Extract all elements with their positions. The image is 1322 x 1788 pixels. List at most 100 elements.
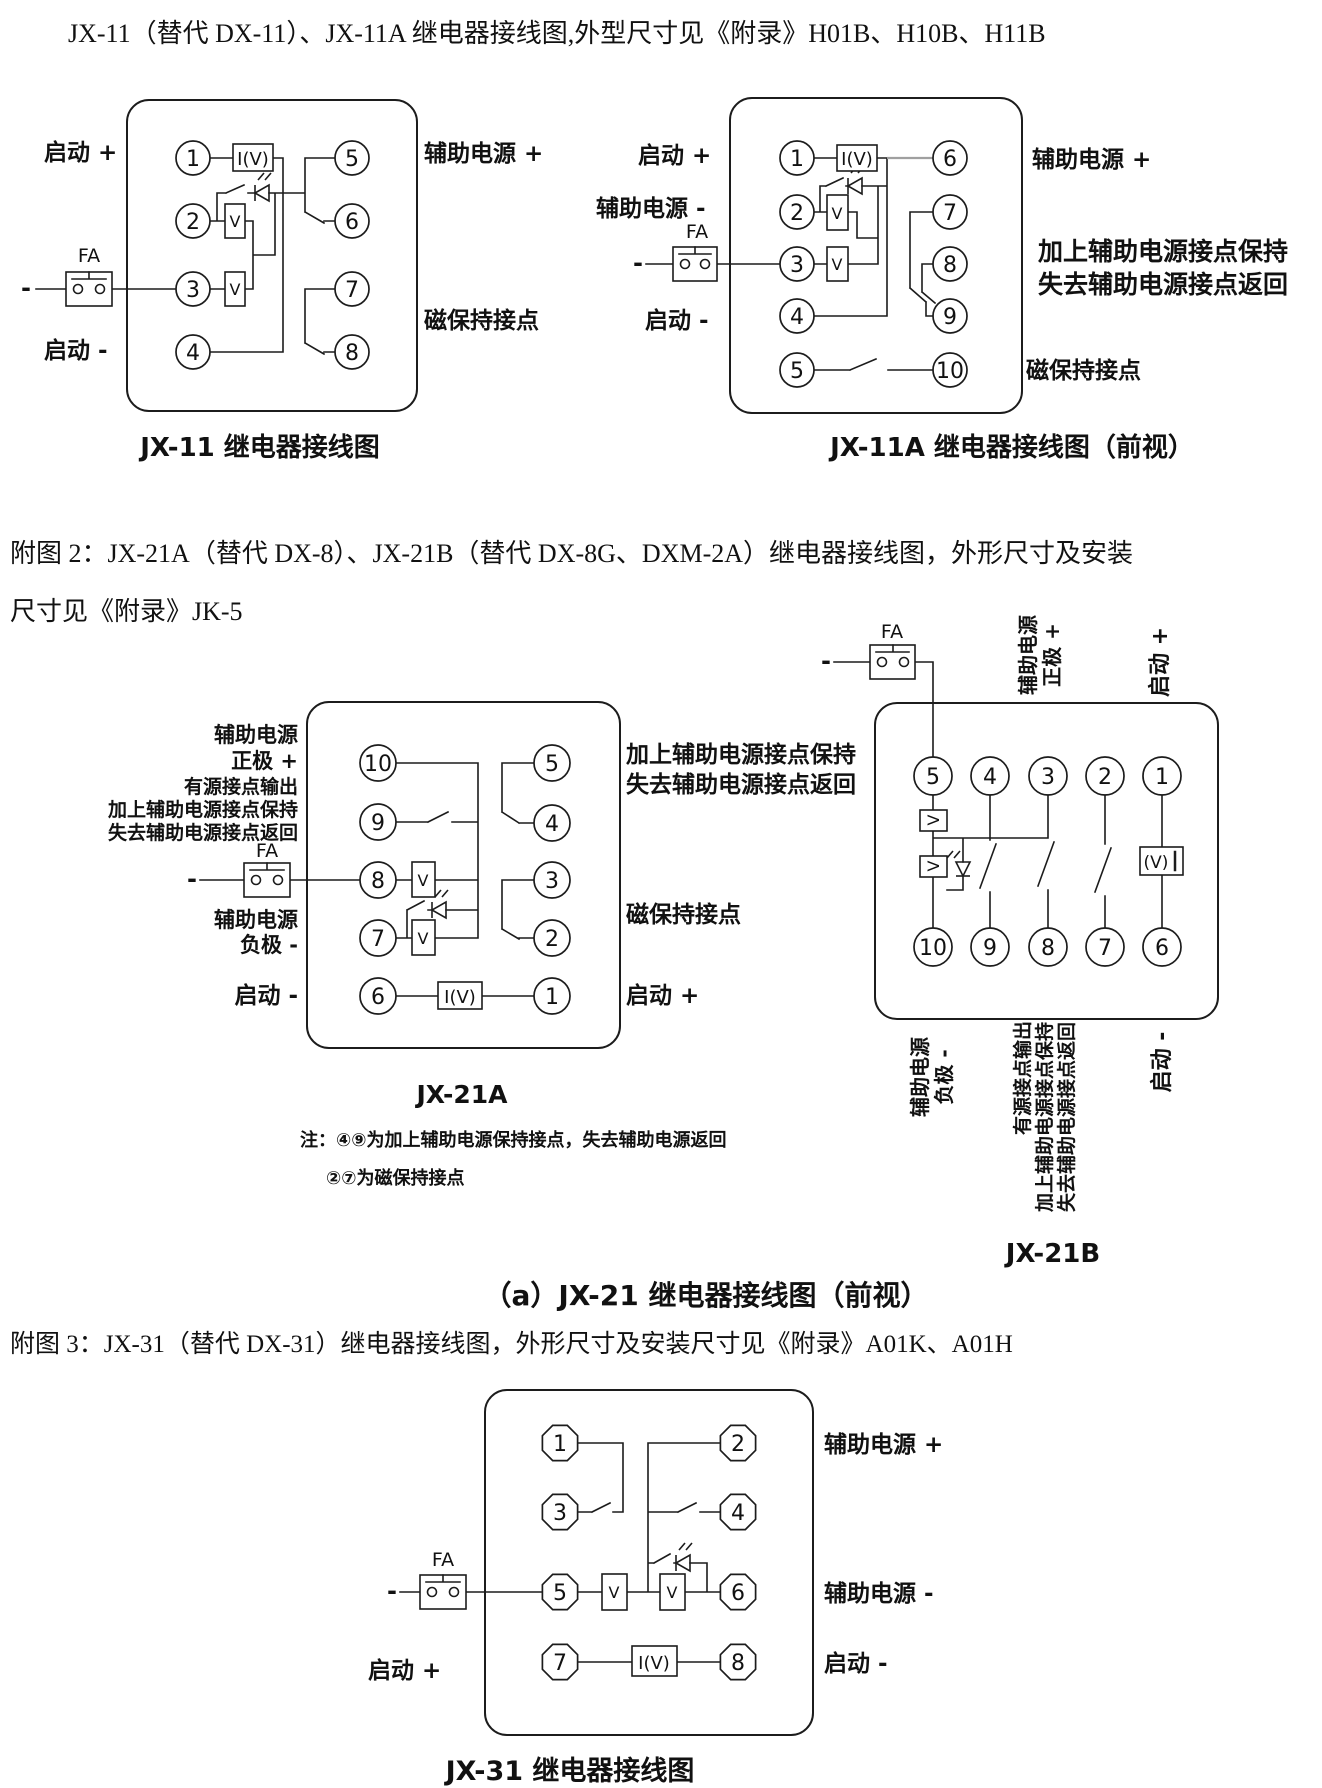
svg-text:2: 2 xyxy=(1098,765,1112,790)
svg-text:1: 1 xyxy=(545,985,559,1010)
svg-text:5: 5 xyxy=(545,752,559,777)
jx11-terminal-1: 1 xyxy=(175,140,211,176)
svg-text:I(V): I(V) xyxy=(237,149,269,170)
svg-text:I(V): I(V) xyxy=(841,149,873,170)
jx11a-terminal-2: 2 xyxy=(779,194,815,230)
jx11-wiring xyxy=(35,157,336,356)
jx21b-led-indicator xyxy=(946,850,972,878)
svg-text:I(V): I(V) xyxy=(444,987,476,1008)
jx21b-fa-label: FA xyxy=(881,621,903,643)
jx21a-label-aux2: 辅助电源 xyxy=(214,908,298,932)
jx21a-v-box-8: V xyxy=(411,861,436,898)
svg-text:V: V xyxy=(230,280,241,299)
jx21b-terminal-2: 2 xyxy=(1085,756,1125,796)
jx21b-terminal-3: 3 xyxy=(1028,756,1068,796)
jx11-diagram: FA - I(V) V V 1 2 3 4 5 6 7 8 启动 + 启动 - … xyxy=(21,99,543,463)
jx21a-terminal-9: 9 xyxy=(359,803,397,841)
jx21a-relay-outline xyxy=(306,701,621,1049)
svg-text:4: 4 xyxy=(790,305,804,330)
jx21b-iv-box: (V) xyxy=(1139,846,1184,876)
jx21a-label-hold2: 失去辅助电源接点返回 xyxy=(108,821,298,844)
jx21b-label-start-plus: 启动 + xyxy=(1147,627,1173,697)
jx31-fa-pushbutton: FA - xyxy=(387,1549,467,1610)
jx21a-label-magnetic: 磁保持接点 xyxy=(626,901,741,928)
jx31-terminal-2: 2 xyxy=(719,1424,757,1462)
svg-text:8: 8 xyxy=(345,341,359,366)
jx31-v-box-left: V xyxy=(601,1573,628,1611)
jx31-terminal-6: 6 xyxy=(719,1573,757,1611)
jx21b-minus-label: - xyxy=(821,647,831,675)
jx21a-label-start-plus: 启动 + xyxy=(626,982,699,1009)
jx21b-terminal-9: 9 xyxy=(970,927,1010,967)
jx31-terminal-4: 4 xyxy=(719,1493,757,1531)
jx11a-terminal-6: 6 xyxy=(932,140,968,176)
jx31-v-box-right: V xyxy=(659,1573,686,1611)
svg-text:V: V xyxy=(832,255,843,274)
jx11-caption: JX-11 继电器接线图 xyxy=(138,432,380,463)
jx11-terminal-6: 6 xyxy=(334,203,370,239)
jx21b-label-active-out: 有源接点输出 xyxy=(1011,1021,1034,1135)
jx11-relay-outline xyxy=(126,99,418,412)
jx21a-label-start-minus: 启动 - xyxy=(234,982,298,1009)
jx11a-diagram: FA - I(V) V V 1 2 3 4 5 6 7 8 9 10 启动 + … xyxy=(596,97,1288,463)
jx21b-v-box-upper: V xyxy=(919,809,948,832)
jx11a-label-aux-plus: 辅助电源 + xyxy=(1032,146,1151,173)
jx21a-terminal-5: 5 xyxy=(533,744,571,782)
jx21a-v-box-7: V xyxy=(411,919,436,956)
fig3-heading: 附图 3：JX-31（替代 DX-31）继电器接线图，外形尺寸及安装尺寸见《附录… xyxy=(10,1330,1013,1358)
svg-text:3: 3 xyxy=(545,869,559,894)
jx11a-v-box-2: V xyxy=(826,194,849,231)
svg-text:5: 5 xyxy=(345,147,359,172)
jx21a-terminal-10: 10 xyxy=(359,744,397,782)
svg-text:7: 7 xyxy=(345,278,359,303)
jx11-label-start-minus: 启动 - xyxy=(44,337,108,364)
svg-text:7: 7 xyxy=(371,927,385,952)
jx11-label-aux-plus: 辅助电源 + xyxy=(424,140,543,167)
svg-text:6: 6 xyxy=(731,1581,745,1606)
svg-text:3: 3 xyxy=(553,1501,567,1526)
svg-text:I(V): I(V) xyxy=(638,1653,670,1674)
jx11-iv-box: I(V) xyxy=(232,143,274,172)
jx11a-minus-label: - xyxy=(633,249,643,277)
svg-text:9: 9 xyxy=(371,811,385,836)
jx21b-diagram: FA - V V (V) 5 4 3 2 1 10 9 8 7 6 辅助电源 正… xyxy=(821,615,1219,1269)
jx21a-terminal-4: 4 xyxy=(533,804,571,842)
svg-text:6: 6 xyxy=(943,147,957,172)
svg-text:8: 8 xyxy=(1041,936,1055,961)
jx11-led-indicator xyxy=(253,172,272,203)
jx21b-terminal-7: 7 xyxy=(1085,927,1125,967)
jx31-terminal-7: 7 xyxy=(541,1643,579,1681)
jx31-label-start-minus: 启动 - xyxy=(824,1650,888,1677)
svg-text:V: V xyxy=(418,929,429,948)
svg-text:V: V xyxy=(924,814,943,825)
svg-text:9: 9 xyxy=(943,305,957,330)
svg-text:2: 2 xyxy=(790,201,804,226)
jx11a-fa-pushbutton: FA - xyxy=(633,221,718,282)
svg-text:10: 10 xyxy=(364,752,392,777)
svg-text:7: 7 xyxy=(553,1651,567,1676)
jx31-diagram: FA - V V I(V) 1 3 5 7 2 4 6 8 启动 + 辅助电源 … xyxy=(368,1389,943,1787)
jx11a-terminal-5: 5 xyxy=(779,352,815,388)
jx11a-terminal-9: 9 xyxy=(932,298,968,334)
jx21a-wiring xyxy=(199,762,535,997)
svg-text:2: 2 xyxy=(186,210,200,235)
svg-text:4: 4 xyxy=(731,1501,745,1526)
jx31-led-indicator xyxy=(674,1542,693,1573)
jx11a-terminal-3: 3 xyxy=(779,246,815,282)
svg-text:9: 9 xyxy=(983,936,997,961)
jx21b-terminal-5: 5 xyxy=(913,756,953,796)
jx31-label-aux-minus: 辅助电源 - xyxy=(824,1580,934,1607)
jx11a-terminal-1: 1 xyxy=(779,140,815,176)
jx21a-fa-pushbutton: FA - xyxy=(187,840,291,898)
svg-text:7: 7 xyxy=(1098,936,1112,961)
jx11-fa-label: FA xyxy=(78,245,100,267)
jx11-terminal-5: 5 xyxy=(334,140,370,176)
jx21a-terminal-6: 6 xyxy=(359,977,397,1015)
svg-text:7: 7 xyxy=(943,201,957,226)
jx21a-iv-box: I(V) xyxy=(437,981,483,1010)
svg-text:8: 8 xyxy=(731,1651,745,1676)
jx11-fa-pushbutton: FA - xyxy=(21,245,113,307)
jx21a-terminal-1: 1 xyxy=(533,977,571,1015)
